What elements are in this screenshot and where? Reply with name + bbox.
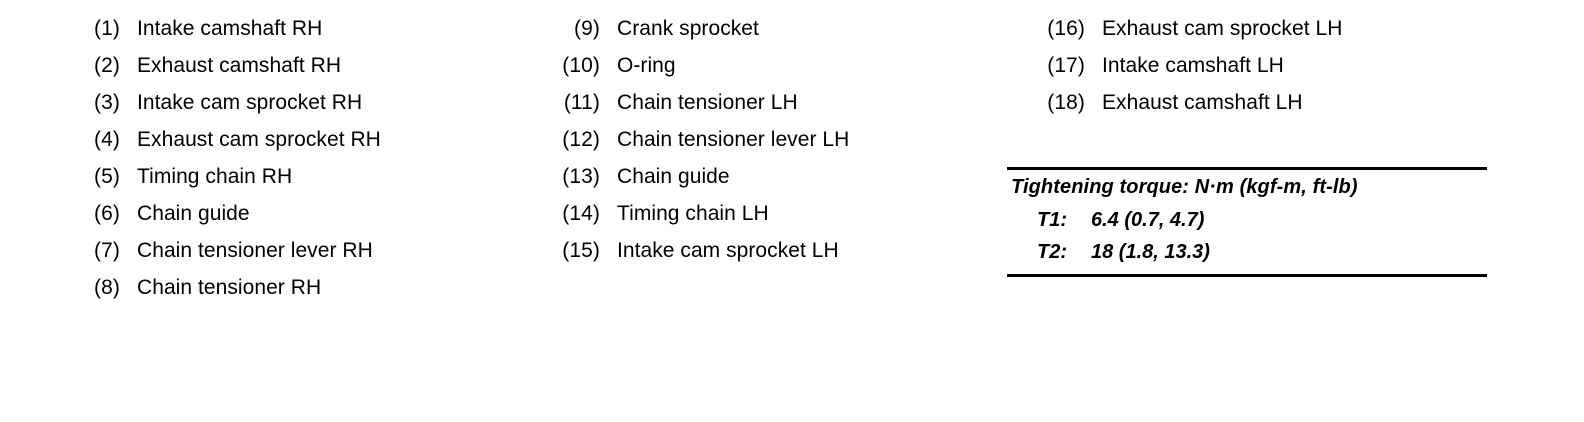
part-number: (10) (562, 54, 600, 77)
list-item: (1) Intake camshaft RH (0, 10, 470, 47)
table-row: T1: 6.4 (0.7, 4.7) (1007, 204, 1487, 236)
table-row: T2: 18 (1.8, 13.3) (1007, 236, 1487, 274)
part-number: (17) (1047, 54, 1085, 77)
part-label: Exhaust camshaft RH (137, 54, 342, 77)
part-number: (4) (94, 128, 120, 151)
part-number: (2) (94, 54, 120, 77)
torque-table-title: Tightening torque: N·m (kgf-m, ft-lb) (1011, 176, 1358, 198)
list-item: (15) Intake cam sprocket LH (470, 232, 940, 269)
list-item: (4) Exhaust cam sprocket RH (0, 121, 470, 158)
part-number: (11) (563, 91, 600, 114)
part-number: (8) (94, 276, 120, 299)
part-label: Chain tensioner lever LH (617, 128, 850, 151)
list-item: (18) Exhaust camshaft LH (950, 84, 1490, 121)
tightening-torque-table: Tightening torque: N·m (kgf-m, ft-lb) T1… (1007, 167, 1487, 277)
part-number: (13) (562, 165, 600, 188)
list-item: (7) Chain tensioner lever RH (0, 232, 470, 269)
list-item: (5) Timing chain RH (0, 158, 470, 195)
part-label: Chain tensioner RH (137, 276, 322, 299)
parts-column-2: (9) Crank sprocket (10) O-ring (11) Chai… (470, 0, 940, 269)
torque-value: 18 (1.8, 13.3) (1091, 241, 1210, 263)
list-item: (13) Chain guide (470, 158, 940, 195)
parts-column-3: (16) Exhaust cam sprocket LH (17) Intake… (950, 0, 1490, 121)
part-number: (6) (94, 202, 120, 225)
list-item: (14) Timing chain LH (470, 195, 940, 232)
part-label: Exhaust cam sprocket RH (137, 128, 381, 151)
part-number: (15) (562, 239, 600, 262)
part-label: Intake cam sprocket LH (617, 239, 839, 262)
torque-key: T1: (1037, 209, 1067, 231)
parts-column-1: (1) Intake camshaft RH (2) Exhaust camsh… (0, 0, 470, 306)
part-number: (12) (562, 128, 600, 151)
part-label: O-ring (617, 54, 676, 77)
list-item: (2) Exhaust camshaft RH (0, 47, 470, 84)
part-label: Timing chain LH (617, 202, 769, 225)
list-item: (6) Chain guide (0, 195, 470, 232)
part-number: (1) (94, 17, 120, 40)
list-item: (9) Crank sprocket (470, 10, 940, 47)
part-label: Crank sprocket (617, 17, 759, 40)
part-label: Timing chain RH (137, 165, 293, 188)
part-number: (5) (94, 165, 120, 188)
torque-value: 6.4 (0.7, 4.7) (1091, 209, 1205, 231)
part-number: (14) (562, 202, 600, 225)
part-label: Intake cam sprocket RH (137, 91, 363, 114)
part-number: (16) (1047, 17, 1085, 40)
part-label: Intake camshaft RH (137, 17, 323, 40)
list-item: (3) Intake cam sprocket RH (0, 84, 470, 121)
list-item: (11) Chain tensioner LH (470, 84, 940, 121)
list-item: (10) O-ring (470, 47, 940, 84)
list-item: (16) Exhaust cam sprocket LH (950, 10, 1490, 47)
part-number: (9) (574, 17, 600, 40)
part-label: Chain tensioner LH (617, 91, 798, 114)
part-label: Intake camshaft LH (1102, 54, 1284, 77)
part-label: Chain guide (137, 202, 250, 225)
list-item: (8) Chain tensioner RH (0, 269, 470, 306)
part-number: (3) (94, 91, 120, 114)
list-item: (12) Chain tensioner lever LH (470, 121, 940, 158)
part-label: Chain tensioner lever RH (137, 239, 373, 262)
list-item: (17) Intake camshaft LH (950, 47, 1490, 84)
part-number: (18) (1047, 91, 1085, 114)
part-label: Exhaust camshaft LH (1102, 91, 1303, 114)
torque-key: T2: (1037, 241, 1067, 263)
part-number: (7) (94, 239, 120, 262)
part-label: Exhaust cam sprocket LH (1102, 17, 1343, 40)
part-label: Chain guide (617, 165, 730, 188)
